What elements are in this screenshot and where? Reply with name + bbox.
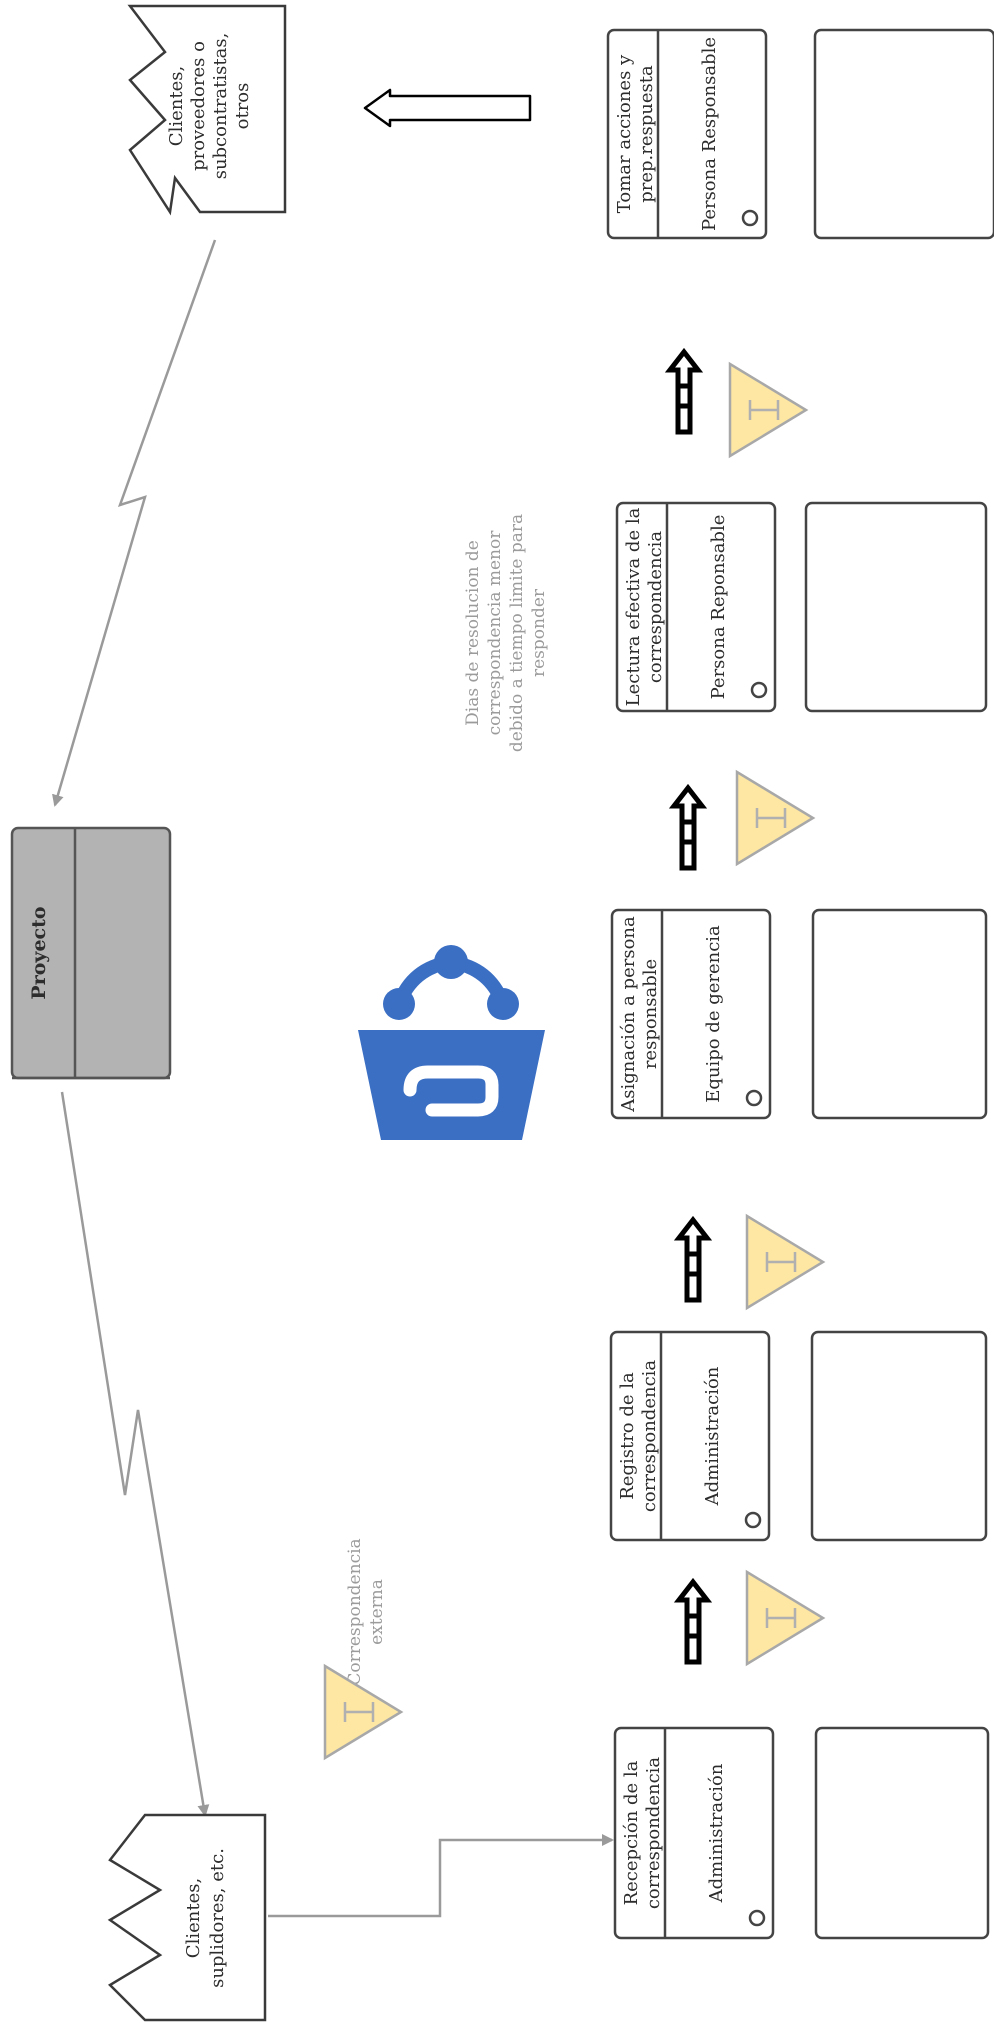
process-title: Asignación a persona responsable: [618, 916, 661, 1113]
svg-text:prep.respuesta: prep.respuesta: [636, 65, 657, 203]
process-owner: Administración: [702, 1366, 723, 1506]
data-box[interactable]: [811, 908, 988, 1120]
svg-text:Recepción de la: Recepción de la: [621, 1760, 642, 1905]
operator-icon: [744, 1511, 762, 1529]
svg-text:externa: externa: [367, 1579, 387, 1645]
push-arrow-icon: [673, 1577, 713, 1665]
svg-text:correspondencia: correspondencia: [639, 1360, 660, 1513]
inventory-triangle-icon: [745, 1213, 826, 1311]
process-box[interactable]: Registro de la correspondencia Administr…: [609, 1330, 771, 1542]
operator-icon: [750, 681, 768, 699]
data-box[interactable]: [810, 1330, 988, 1542]
data-box[interactable]: [804, 501, 988, 713]
svg-text:debido a tiempo limite para: debido a tiempo limite para: [507, 514, 527, 752]
process-owner: Equipo de gerencia: [703, 925, 724, 1103]
svg-text:Correspondencia: Correspondencia: [345, 1538, 365, 1685]
lightning-connector-bottom: [60, 1091, 210, 1817]
bottom-factory-text: Clientes, suplidores, etc.: [183, 1848, 228, 1988]
svg-text:Dias de resolucion de: Dias de resolucion de: [463, 540, 483, 726]
process-title: Recepción de la correspondencia: [621, 1757, 664, 1910]
proyecto-label: Proyecto: [28, 906, 50, 999]
resolution-time-note: Dias de resolucion de correspondencia me…: [463, 514, 549, 752]
push-arrow-icon: [673, 1215, 713, 1303]
process-owner: Administración: [706, 1763, 727, 1903]
inventory-triangle-icon: [745, 1569, 826, 1667]
svg-text:responder: responder: [529, 588, 549, 677]
svg-text:subcontratistas,: subcontratistas,: [210, 33, 231, 180]
data-box[interactable]: [813, 28, 994, 240]
svg-text:correspondencia: correspondencia: [643, 1757, 664, 1910]
process-title: Registro de la correspondencia: [617, 1360, 660, 1513]
svg-text:suplidores, etc.: suplidores, etc.: [207, 1848, 228, 1988]
inventory-triangle-icon: [735, 769, 816, 867]
external-correspondence-note: Correspondencia externa: [345, 1538, 387, 1685]
process-owner: Persona Responsable: [699, 37, 720, 231]
svg-text:Registro de la: Registro de la: [617, 1372, 638, 1500]
process-box[interactable]: Tomar acciones y prep.respuesta Persona …: [606, 28, 768, 240]
svg-text:Lectura efectiva de la: Lectura efectiva de la: [623, 507, 644, 706]
proyecto-entity[interactable]: Proyecto: [10, 826, 172, 1080]
svg-text:correspondencia menor: correspondencia menor: [485, 530, 505, 736]
external-source-factory-bottom[interactable]: Clientes, suplidores, etc.: [107, 1813, 267, 2022]
push-arrow-icon: [664, 347, 704, 435]
shipment-arrow-icon: [363, 88, 532, 128]
operator-icon: [745, 1089, 763, 1107]
svg-text:Tomar acciones y: Tomar acciones y: [614, 54, 635, 213]
process-title: Lectura efectiva de la correspondencia: [623, 507, 666, 706]
process-box[interactable]: Recepción de la correspondencia Administ…: [613, 1726, 775, 1940]
svg-text:otros: otros: [232, 83, 253, 130]
inventory-triangle-icon: [728, 361, 809, 459]
operator-icon: [741, 209, 759, 227]
process-title: Tomar acciones y prep.respuesta: [614, 54, 657, 213]
svg-text:Clientes,: Clientes,: [183, 1878, 204, 1958]
svg-text:correspondencia: correspondencia: [645, 531, 666, 684]
svg-text:Asignación a persona: Asignación a persona: [618, 916, 639, 1113]
process-owner: Persona Reponsable: [708, 515, 729, 700]
lightning-connector-top: [52, 239, 217, 807]
top-factory-text: Clientes, proveedores o subcontratistas,…: [166, 33, 253, 180]
factory-icon: [127, 4, 287, 216]
operator-icon: [748, 1909, 766, 1927]
push-arrow-icon: [668, 783, 708, 871]
svg-text:responsable: responsable: [640, 959, 661, 1069]
flow-connector-bottom: [268, 1834, 614, 1918]
factory-icon: [107, 1813, 267, 2022]
data-box[interactable]: [814, 1726, 990, 1940]
external-source-factory-top[interactable]: Clientes, proveedores o subcontratistas,…: [127, 4, 287, 216]
svg-text:proveedores o: proveedores o: [188, 41, 209, 171]
process-box[interactable]: Asignación a persona responsable Equipo …: [610, 908, 772, 1120]
inventory-triangle-icon: [323, 1663, 404, 1761]
smartsheet-basket-icon: [358, 945, 545, 1140]
svg-text:Clientes,: Clientes,: [166, 66, 187, 146]
process-box[interactable]: Lectura efectiva de la correspondencia P…: [615, 501, 777, 713]
